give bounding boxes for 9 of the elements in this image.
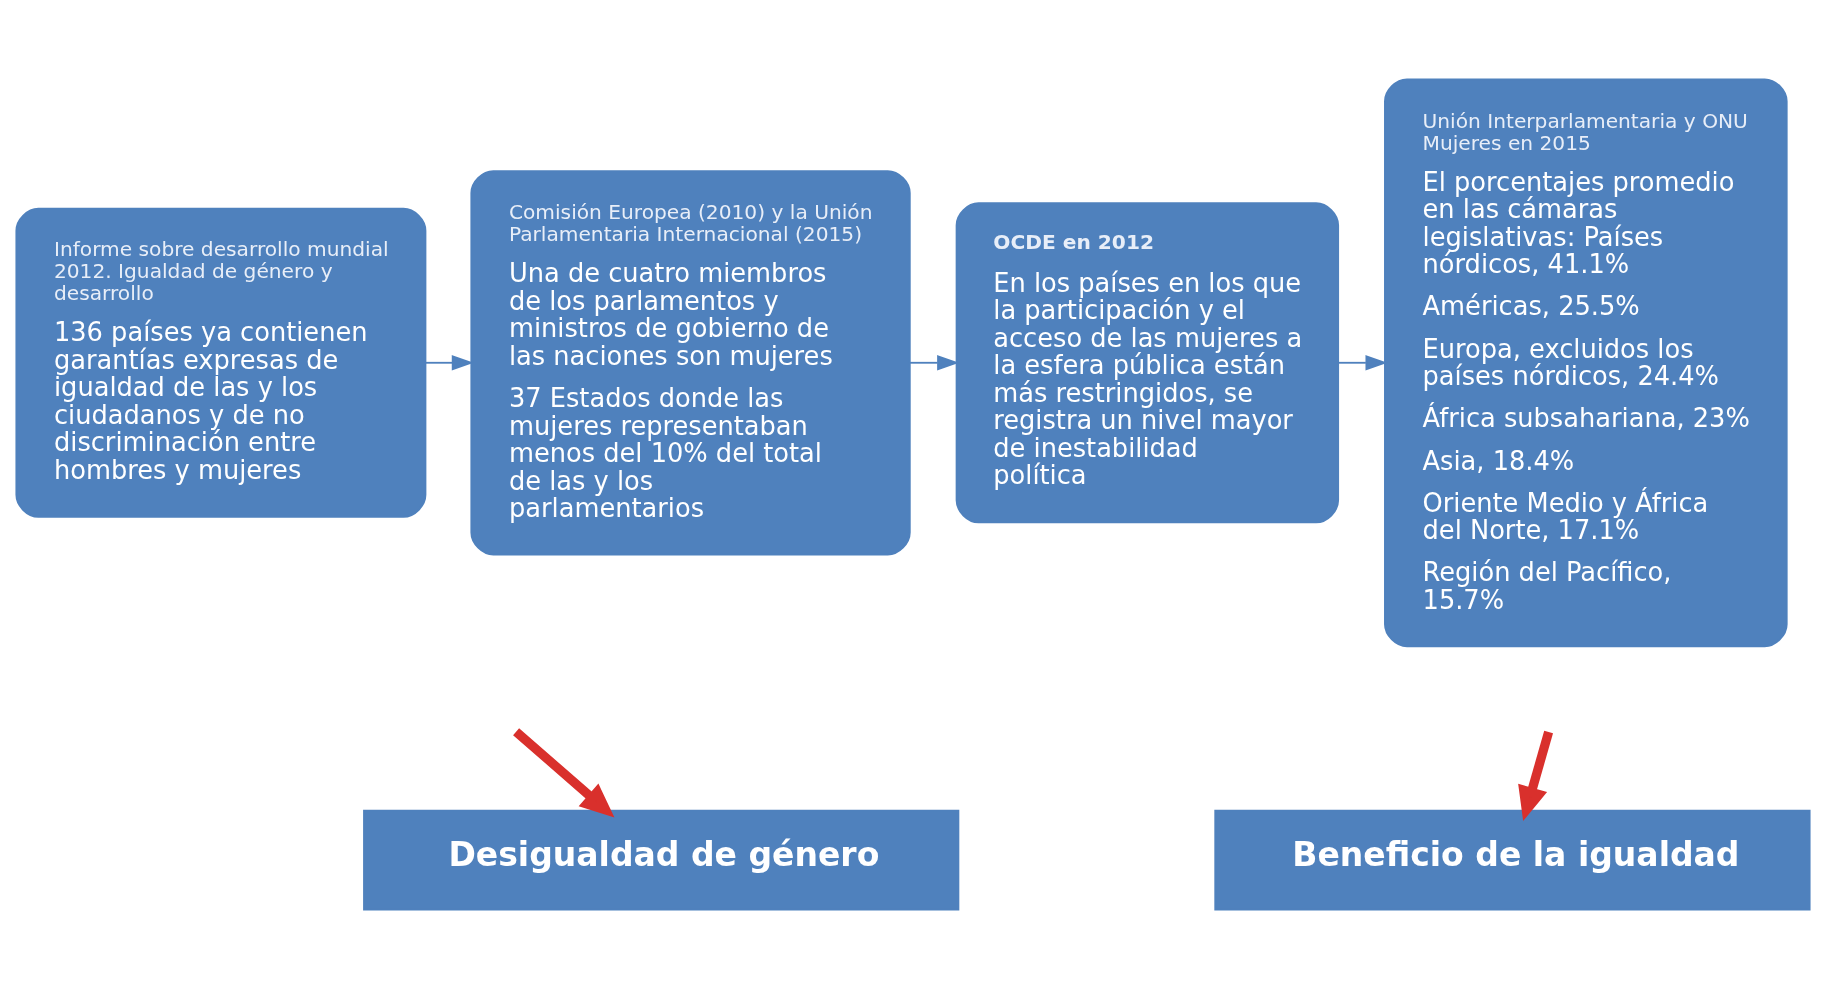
node-box: OCDE en 2012 En los países en los que la participación y el acceso de las mujeres a la esfera pública están más restringidos, se registra un nivel mayor de inestabilidad política [955, 201, 1340, 523]
arrow [513, 727, 615, 817]
node-box: Informe sobre desarrollo mundial 2012. Igualdad de género y desarrollo 136 países ya contienen garantías expresas de igualdad de las y los ciudadanos y de no discriminación entre hombres y mujeres [15, 207, 427, 518]
node-box: Unión Interparlamentaria y ONU Mujeres en 2015 El porcentajes promedio en las cámaras legislativas: Países nórdicos, 41.1% Américas, 25.5% Europa, excluidos los países nórdicos, 24.4% África subsahariana, 23% Asia, 18.4% Oriente Medio y África del Norte, 17.1% Región del Pacífico, 15.7% [1384, 77, 1788, 647]
node-box: Beneficio de la igualdad [1214, 809, 1811, 911]
node-box: Comisión Europea (2010) y la Unión Parlamentaria Internacional (2015) Una de cuatro miembros de los parlamentos y ministros de gobierno de las naciones son mujeres 37 Estados donde las mujeres representaban menos del 10% del total de las y los parlamentarios [470, 169, 911, 555]
node-box: Desigualdad de género [363, 809, 960, 911]
arrow [1518, 730, 1554, 821]
arrow [424, 354, 474, 370]
